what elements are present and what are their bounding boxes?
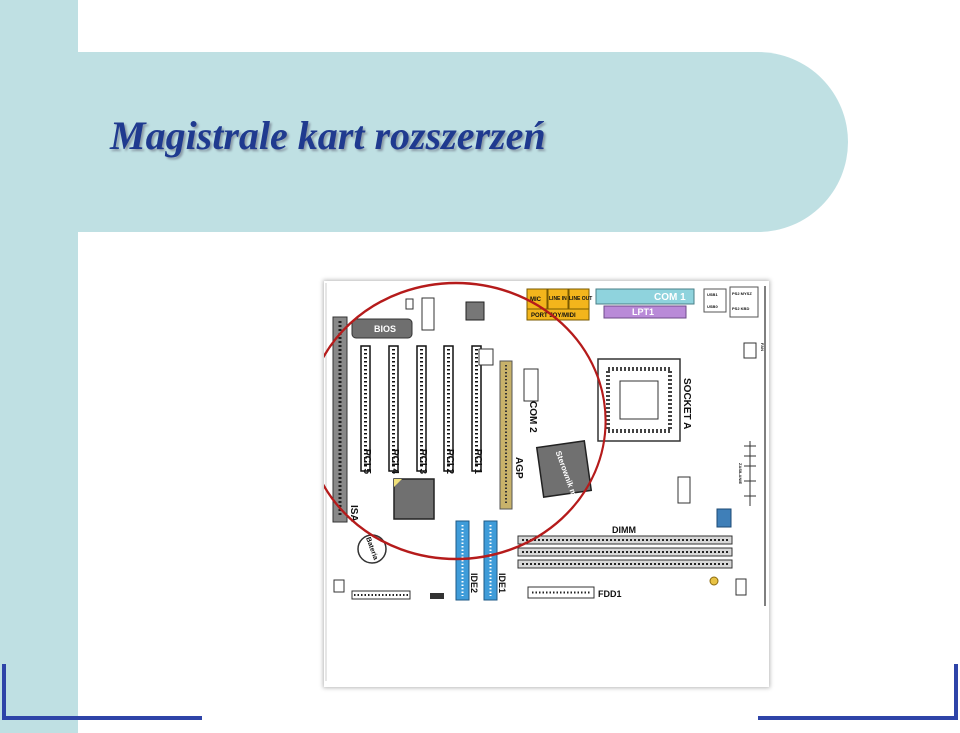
- com1-port: [595, 288, 695, 305]
- agp-label: AGP: [513, 457, 524, 479]
- lpt1-label: LPT1: [632, 307, 654, 317]
- corner-decoration-left: [2, 664, 202, 720]
- pci1-label: PCI 1: [472, 449, 483, 474]
- lpt1-port: [603, 305, 687, 319]
- ps2-mouse-label: PS2 MYSZ: [732, 291, 752, 296]
- corner-decoration-right: [758, 664, 958, 720]
- ps2-ports: [729, 286, 759, 318]
- header-small: [478, 348, 494, 366]
- fan-header: [743, 342, 757, 359]
- slide-title: Magistrale kart rozszerzeń: [110, 113, 546, 158]
- pci2-label: PCI 2: [444, 449, 455, 474]
- com2-label: COM 2: [527, 401, 538, 433]
- com1-label: COM 1: [654, 292, 686, 303]
- pci-slot-group: [360, 345, 482, 472]
- header-strip: [351, 590, 411, 600]
- fdd1-label: FDD1: [598, 589, 622, 599]
- jumper-block: [421, 297, 435, 331]
- motherboard-diagram: BIOS PCI 5 PCI 4 PCI 3 PCI 2 PCI 1 AGP C…: [324, 281, 766, 681]
- left-decorative-band: [0, 0, 78, 733]
- bios-label: BIOS: [374, 324, 396, 334]
- dimm-slot-3: [517, 559, 733, 569]
- dimm-slots: [517, 535, 733, 569]
- chip-small: [677, 476, 691, 504]
- pci-slot-2: [443, 345, 454, 472]
- small-chip: [465, 301, 485, 321]
- pci-slot-5: [360, 345, 371, 472]
- pci3-label: PCI 3: [417, 449, 428, 474]
- mic-label: MIC: [530, 297, 542, 303]
- dimm-label: DIMM: [612, 525, 636, 535]
- ide2-label: IDE2: [469, 573, 479, 593]
- isa-label: ISA: [348, 505, 359, 522]
- south-bridge-chip: [393, 478, 435, 520]
- jumper-small: [405, 298, 414, 310]
- dimm-slot-2: [517, 547, 733, 557]
- com2-header: [523, 368, 539, 402]
- isa-slot: [332, 316, 348, 523]
- usb-ports: [703, 288, 727, 313]
- ps2-kbd-label: PS2 KBD: [732, 306, 749, 311]
- usb1-label: USB1: [707, 292, 718, 297]
- pci5-label: PCI 5: [361, 449, 372, 474]
- pci-slot-4: [388, 345, 399, 472]
- pci-slot-1: [471, 345, 482, 472]
- pci4-label: PCI 4: [389, 449, 400, 474]
- chip-blue: [716, 508, 732, 528]
- capacitor: [709, 576, 719, 586]
- socket-label: SOCKET A: [681, 378, 692, 429]
- line-in-label: LINE IN: [549, 296, 567, 302]
- fan-label: FAN: [760, 343, 765, 351]
- title-banner: [78, 52, 848, 232]
- ide1-label: IDE1: [497, 573, 507, 593]
- power-connector: [744, 441, 756, 506]
- pci-slot-3: [416, 345, 427, 472]
- header-tiny: [430, 593, 444, 599]
- header-bottom-left: [333, 579, 345, 593]
- power-label: ZASILANIE: [738, 463, 743, 484]
- bios-chip: [351, 318, 413, 339]
- highlight-circle: [324, 281, 607, 561]
- dimm-slot-1: [517, 535, 733, 545]
- line-out-label: LINE OUT: [569, 296, 592, 302]
- header-right-bottom: [735, 578, 747, 596]
- usb0-label: USB0: [707, 304, 718, 309]
